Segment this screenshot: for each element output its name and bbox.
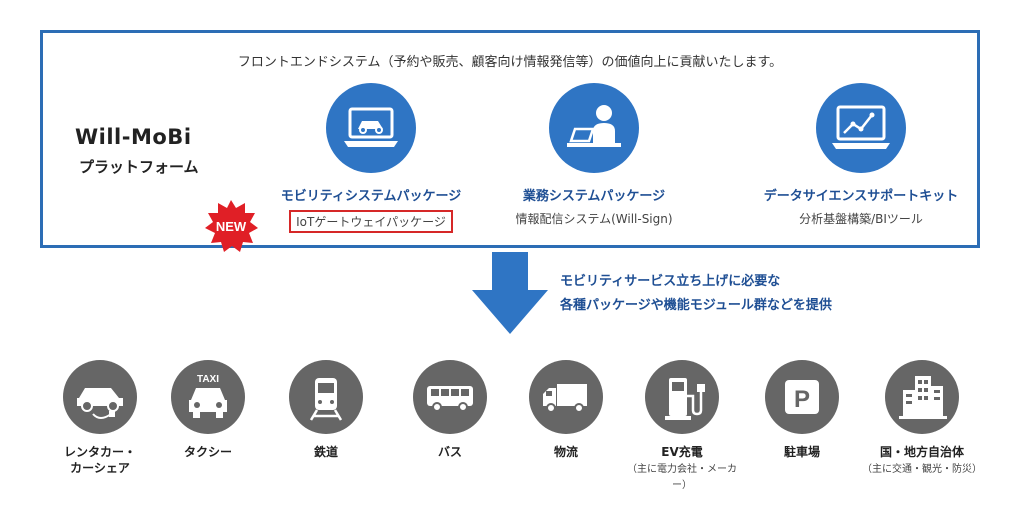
service-label: タクシー (183, 445, 232, 459)
service-bus: バス (390, 360, 510, 460)
platform-label: プラットフォーム (79, 158, 199, 176)
service-label: 鉄道 (313, 445, 338, 459)
description-line2: 各種パッケージや機能モジュール群などを提供 (560, 298, 832, 313)
service-label: 国・地方自治体 (879, 445, 964, 459)
ev-car-icon (63, 360, 137, 434)
bus-icon (413, 360, 487, 434)
service-label: 駐車場 (783, 445, 820, 459)
package-subtitle: 情報配信システム(Will-Sign) (515, 212, 673, 226)
logo-left: Will- (75, 125, 131, 149)
service-label: 物流 (553, 445, 578, 459)
laptop-car-icon (326, 83, 416, 173)
service-railway: 鉄道 (266, 360, 386, 460)
package-title: データサイエンスサポートキット (763, 189, 959, 204)
service-note: （主に電力会社・メーカー） (627, 464, 737, 491)
package-data-science: データサイエンスサポートキット 分析基盤構築/BIツール (756, 83, 966, 227)
monitor-chart-icon (816, 83, 906, 173)
service-parking: P 駐車場 (742, 360, 862, 460)
parking-icon: P (765, 360, 839, 434)
new-badge-text: NEW (216, 219, 247, 234)
service-label: レンタカー・ (63, 445, 136, 459)
platform-frame: フロントエンドシステム（予約や販売、顧客向け情報発信等）の価値向上に貢献いたしま… (40, 30, 980, 252)
package-title: 業務システムパッケージ (522, 189, 666, 204)
service-label: EV充電 (661, 445, 703, 459)
package-title: モビリティシステムパッケージ (280, 189, 462, 204)
service-taxi: TAXI タクシー (148, 360, 268, 460)
header-text: フロントエンドシステム（予約や販売、顧客向け情報発信等）の価値向上に貢献いたしま… (237, 55, 783, 70)
new-badge: NEW (203, 198, 259, 254)
service-ev-charging: EV充電 （主に電力会社・メーカー） (622, 360, 742, 492)
service-government: 国・地方自治体 （主に交通・観光・防災） (862, 360, 982, 476)
service-logistics: 物流 (506, 360, 626, 460)
taxi-sign-text: TAXI (197, 374, 219, 385)
description-line1: モビリティサービス立ち上げに必要な (560, 274, 781, 289)
service-rental: レンタカー・カーシェア (40, 360, 160, 476)
train-icon (289, 360, 363, 434)
package-subtitle: 分析基盤構築/BIツール (799, 212, 923, 226)
service-label-line2: カーシェア (70, 461, 130, 475)
will-mobi-logo: Will-MoBi (75, 125, 192, 149)
service-label: バス (437, 445, 462, 459)
package-mobility: モビリティシステムパッケージ IoTゲートウェイパッケージ (266, 83, 476, 233)
down-arrow-icon (472, 252, 548, 334)
truck-icon (529, 360, 603, 434)
worker-desk-icon (549, 83, 639, 173)
package-business: 業務システムパッケージ 情報配信システム(Will-Sign) (489, 83, 699, 227)
iot-gateway-label: IoTゲートウェイパッケージ (289, 210, 453, 233)
taxi-icon: TAXI (171, 360, 245, 434)
description: モビリティサービス立ち上げに必要な 各種パッケージや機能モジュール群などを提供 (560, 270, 832, 318)
logo-right: MoBi (130, 125, 192, 149)
building-icon (885, 360, 959, 434)
parking-sign-text: P (794, 386, 810, 413)
service-note: （主に交通・観光・防災） (862, 464, 982, 475)
ev-charger-icon (645, 360, 719, 434)
